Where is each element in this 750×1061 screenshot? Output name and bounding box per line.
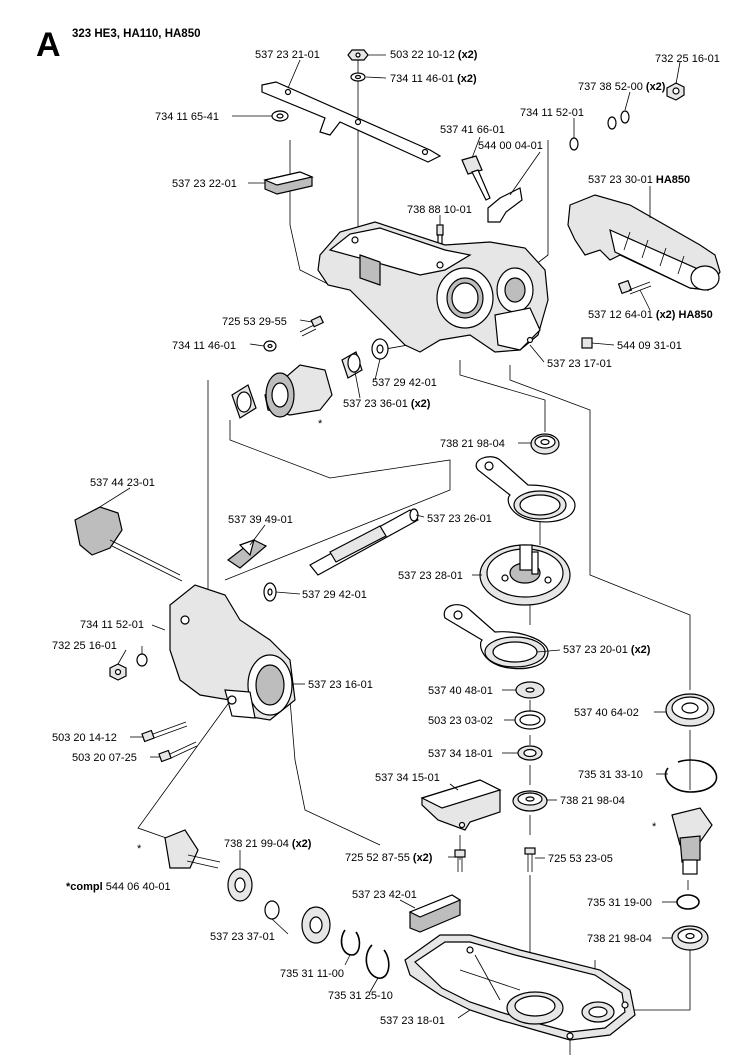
mounting-bracket bbox=[420, 779, 502, 831]
asterisk-marks: * * * bbox=[137, 418, 657, 855]
asterisk-mark: * bbox=[137, 843, 142, 855]
part-number-label: 537 34 18-01 bbox=[428, 748, 493, 760]
part-number-label: 537 23 16-01 bbox=[308, 679, 373, 691]
part-number-label: 725 52 87-55 (x2) bbox=[345, 852, 433, 864]
part-number-label: 734 11 52-01 bbox=[520, 107, 584, 119]
rubber-pad bbox=[263, 171, 314, 195]
part-number-label: 537 12 64-01 (x2) HA850 bbox=[588, 309, 713, 321]
part-number-label: 503 23 03-02 bbox=[428, 715, 493, 727]
part-number-label: 537 23 26-01 bbox=[427, 513, 492, 525]
bracket-screws bbox=[454, 847, 536, 872]
part-number-label: 537 23 28-01 bbox=[398, 570, 463, 582]
bottom-cover bbox=[404, 934, 636, 1041]
part-number-label: 537 23 21-01 bbox=[255, 49, 320, 61]
part-number-label: 537 41 66-01 bbox=[440, 124, 505, 136]
pinion-left bbox=[164, 829, 390, 979]
washer-left bbox=[271, 110, 289, 122]
part-number-label: 537 23 22-01 bbox=[172, 178, 237, 190]
part-number-label: 503 20 14-12 bbox=[52, 732, 117, 744]
model-list: 323 HE3, HA110, HA850 bbox=[72, 28, 201, 40]
part-number-label: 537 23 42-01 bbox=[352, 889, 417, 901]
part-number-label: 735 31 33-10 bbox=[578, 769, 643, 781]
top-nut-and-washer bbox=[347, 49, 369, 82]
part-number-label: 537 29 42-01 bbox=[302, 589, 367, 601]
part-number-label: 537 23 36-01 (x2) bbox=[343, 398, 431, 410]
part-number-label: 732 25 16-01 bbox=[655, 53, 720, 65]
asterisk-mark: * bbox=[652, 821, 657, 833]
casing-screws bbox=[141, 721, 198, 763]
part-number-label: 734 11 46-01 bbox=[172, 340, 236, 352]
part-number-label: 725 53 23-05 bbox=[548, 853, 613, 865]
gear-casing bbox=[169, 584, 296, 721]
connecting-rod-lower bbox=[443, 604, 549, 670]
part-number-label: 735 31 11-00 bbox=[280, 968, 344, 980]
part-number-label: 537 23 30-01 HA850 bbox=[588, 174, 690, 186]
part-number-label: 734 11 46-01 (x2) bbox=[390, 73, 477, 85]
knob-bolt bbox=[74, 506, 183, 582]
asterisk-mark: * bbox=[318, 418, 323, 430]
cap-screw bbox=[461, 155, 491, 201]
bearing-right bbox=[665, 693, 715, 727]
spacer-block bbox=[408, 894, 462, 933]
part-number-label: 734 11 52-01 bbox=[80, 619, 144, 631]
part-number-label: 537 44 23-01 bbox=[90, 477, 155, 489]
part-number-label: 537 40 48-01 bbox=[428, 685, 493, 697]
connecting-rod-upper bbox=[475, 456, 576, 523]
part-number-label: 738 21 99-04 (x2) bbox=[224, 838, 312, 850]
part-number-label: 734 11 65-41 bbox=[155, 111, 219, 123]
part-number-label: 537 23 17-01 bbox=[547, 358, 612, 370]
part-number-label: 737 38 52-00 (x2) bbox=[578, 81, 666, 93]
part-number-label: 503 22 10-12 (x2) bbox=[390, 49, 478, 61]
part-number-label: 544 09 31-01 bbox=[617, 340, 682, 352]
right-nut-and-washers bbox=[569, 82, 685, 151]
handle-screw bbox=[617, 279, 652, 295]
main-spur-gear bbox=[479, 544, 571, 606]
part-number-label: 537 29 42-01 bbox=[372, 377, 437, 389]
part-number-label: 537 23 20-01 (x2) bbox=[563, 644, 651, 656]
part-number-label: 738 21 98-04 bbox=[587, 933, 652, 945]
part-number-label: 735 31 25-10 bbox=[328, 990, 393, 1002]
gear-housing bbox=[317, 221, 549, 353]
part-number-label: 544 00 04-01 bbox=[478, 140, 543, 152]
left-nut-washer bbox=[109, 653, 148, 681]
circlip-right bbox=[664, 759, 718, 793]
top-bracket-plate bbox=[261, 81, 442, 163]
housing-screw bbox=[263, 315, 325, 352]
handle-ha850 bbox=[567, 194, 721, 291]
part-number-label: 738 88 10-01 bbox=[407, 204, 472, 216]
part-number-label: *compl 544 06 40-01 bbox=[66, 881, 171, 893]
part-number-label: 537 40 64-02 bbox=[574, 707, 639, 719]
part-number-label: 537 39 49-01 bbox=[228, 514, 293, 526]
part-number-label: 725 53 29-55 bbox=[222, 316, 287, 328]
part-number-label: 732 25 16-01 bbox=[52, 640, 117, 652]
part-number-label: 537 34 15-01 bbox=[375, 772, 440, 784]
part-number-label: 537 23 37-01 bbox=[210, 931, 275, 943]
part-number-label: 503 20 07-25 bbox=[72, 752, 137, 764]
drive-shaft bbox=[309, 508, 419, 576]
part-number-label: 738 21 98-04 bbox=[560, 795, 625, 807]
shaft-washer bbox=[263, 582, 277, 602]
bearing-upper bbox=[530, 433, 560, 455]
part-number-label: 537 23 18-01 bbox=[380, 1015, 445, 1027]
square-nut bbox=[581, 337, 593, 349]
spring-clip bbox=[487, 187, 523, 223]
leader-lines bbox=[94, 54, 681, 1019]
part-number-label: 735 31 19-00 bbox=[587, 897, 652, 909]
callout-labels: 537 23 21-01 503 22 10-12 (x2) 734 11 46… bbox=[52, 49, 720, 1027]
assembly-guide-lines bbox=[137, 60, 691, 1055]
bearing-lower-right bbox=[671, 925, 709, 951]
circlip-small bbox=[676, 894, 700, 910]
part-number-label: 738 21 98-04 bbox=[440, 438, 505, 450]
pinion-right bbox=[671, 807, 713, 875]
small-bracket bbox=[226, 539, 268, 569]
section-letter: A bbox=[36, 26, 61, 64]
washer-stack bbox=[512, 681, 548, 812]
